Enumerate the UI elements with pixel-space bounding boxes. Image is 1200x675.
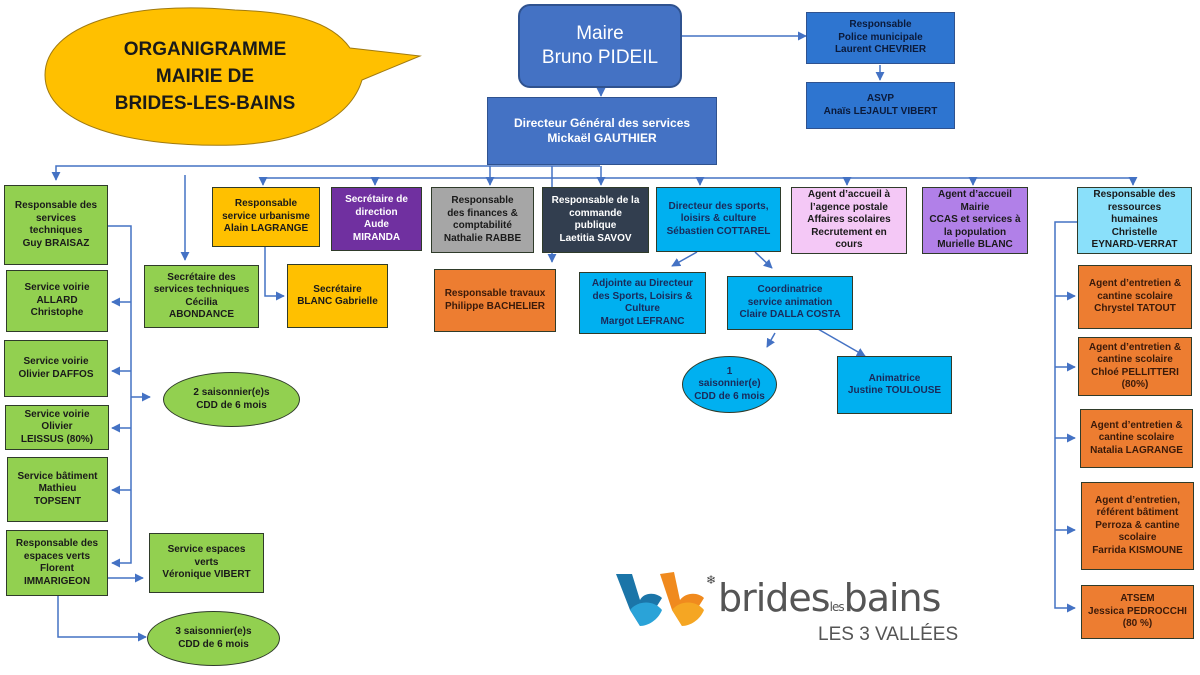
node-travaux[interactable]: Responsable travaux Philippe BACHELIER bbox=[434, 269, 556, 332]
node-rh-member[interactable]: Agent d’entretien & cantine scolaire Nat… bbox=[1080, 409, 1193, 468]
node-st-member[interactable]: Service voirie ALLARD Christophe bbox=[6, 270, 108, 332]
title-bubble bbox=[44, 7, 422, 146]
node-espaces-verts-agent[interactable]: Service espaces verts Véronique VIBERT bbox=[149, 533, 264, 593]
node-espaces-verts-saisonniers[interactable]: 3 saisonnier(e)s CDD de 6 mois bbox=[147, 611, 280, 666]
node-urbanisme-head[interactable]: Responsable service urbanisme Alain LAGR… bbox=[212, 187, 320, 247]
node-st-member[interactable]: Service voirie Olivier DAFFOS bbox=[4, 340, 108, 397]
node-secretaire-direction[interactable]: Secrétaire de direction Aude MIRANDA bbox=[331, 187, 422, 251]
node-sports-head[interactable]: Directeur des sports, loisirs & culture … bbox=[656, 187, 781, 252]
node-maire[interactable]: Maire Bruno PIDEIL bbox=[518, 4, 682, 88]
node-finances[interactable]: Responsable des finances & comptabilité … bbox=[431, 187, 534, 253]
logo-subtitle: LES 3 VALLÉES bbox=[818, 624, 959, 645]
chart-title: ORGANIGRAMME MAIRIE DE BRIDES-LES-BAINS bbox=[114, 39, 296, 114]
brides-les-bains-logo: ❄ brideslesbains LES 3 VALLÉES bbox=[610, 568, 970, 658]
logo-word-les: les bbox=[829, 600, 845, 614]
logo-word-bains: bains bbox=[843, 576, 942, 620]
node-st-head[interactable]: Responsable des services techniques Guy … bbox=[4, 185, 108, 265]
node-sports-saisonnier[interactable]: 1 saisonnier(e) CDD de 6 mois bbox=[682, 356, 777, 413]
node-st-member[interactable]: Service voirie Olivier LEISSUS (80%) bbox=[5, 405, 109, 450]
node-rh-member[interactable]: Agent d’entretien & cantine scolaire Chl… bbox=[1078, 337, 1192, 396]
node-st-saisonniers[interactable]: 2 saisonnier(e)s CDD de 6 mois bbox=[163, 372, 300, 427]
node-rh-head[interactable]: Responsable des ressources humaines Chri… bbox=[1077, 187, 1192, 254]
node-asvp[interactable]: ASVP Anaïs LEJAULT VIBERT bbox=[806, 82, 955, 129]
connector-bus-left bbox=[51, 165, 600, 181]
node-rh-member[interactable]: ATSEM Jessica PEDROCCHI (80 %) bbox=[1081, 585, 1194, 639]
node-espaces-verts-head[interactable]: Responsable des espaces verts Florent IM… bbox=[6, 530, 108, 596]
node-st-secretaire[interactable]: Secrétaire des services techniques Cécil… bbox=[144, 265, 259, 328]
node-police[interactable]: Responsable Police municipale Laurent CH… bbox=[806, 12, 955, 64]
node-accueil-postale[interactable]: Agent d’accueil à l’agence postale Affai… bbox=[791, 187, 907, 254]
node-rh-member[interactable]: Agent d’entretien & cantine scolaire Chr… bbox=[1078, 265, 1192, 329]
svg-text:❄: ❄ bbox=[706, 573, 716, 587]
node-dgs[interactable]: Directeur Général des services Mickaël G… bbox=[487, 97, 717, 165]
node-animatrice[interactable]: Animatrice Justine TOULOUSE bbox=[837, 356, 952, 414]
node-st-member[interactable]: Service bâtiment Mathieu TOPSENT bbox=[7, 457, 108, 522]
node-sports-adjointe[interactable]: Adjointe au Directeur des Sports, Loisir… bbox=[579, 272, 706, 334]
node-coordinatrice[interactable]: Coordinatrice service animation Claire D… bbox=[727, 276, 853, 330]
logo-word-brides: brides bbox=[718, 576, 831, 620]
bb-logo-icon: ❄ bbox=[616, 572, 716, 626]
node-rh-member[interactable]: Agent d’entretien, référent bâtiment Per… bbox=[1081, 482, 1194, 570]
node-accueil-mairie[interactable]: Agent d’accueil Mairie CCAS et services … bbox=[922, 187, 1028, 254]
logo-wordmark: brideslesbains bbox=[718, 576, 942, 620]
node-urbanisme-secretaire[interactable]: Secrétaire BLANC Gabrielle bbox=[287, 264, 388, 328]
node-commande-publique[interactable]: Responsable de la commande publique Laet… bbox=[542, 187, 649, 253]
